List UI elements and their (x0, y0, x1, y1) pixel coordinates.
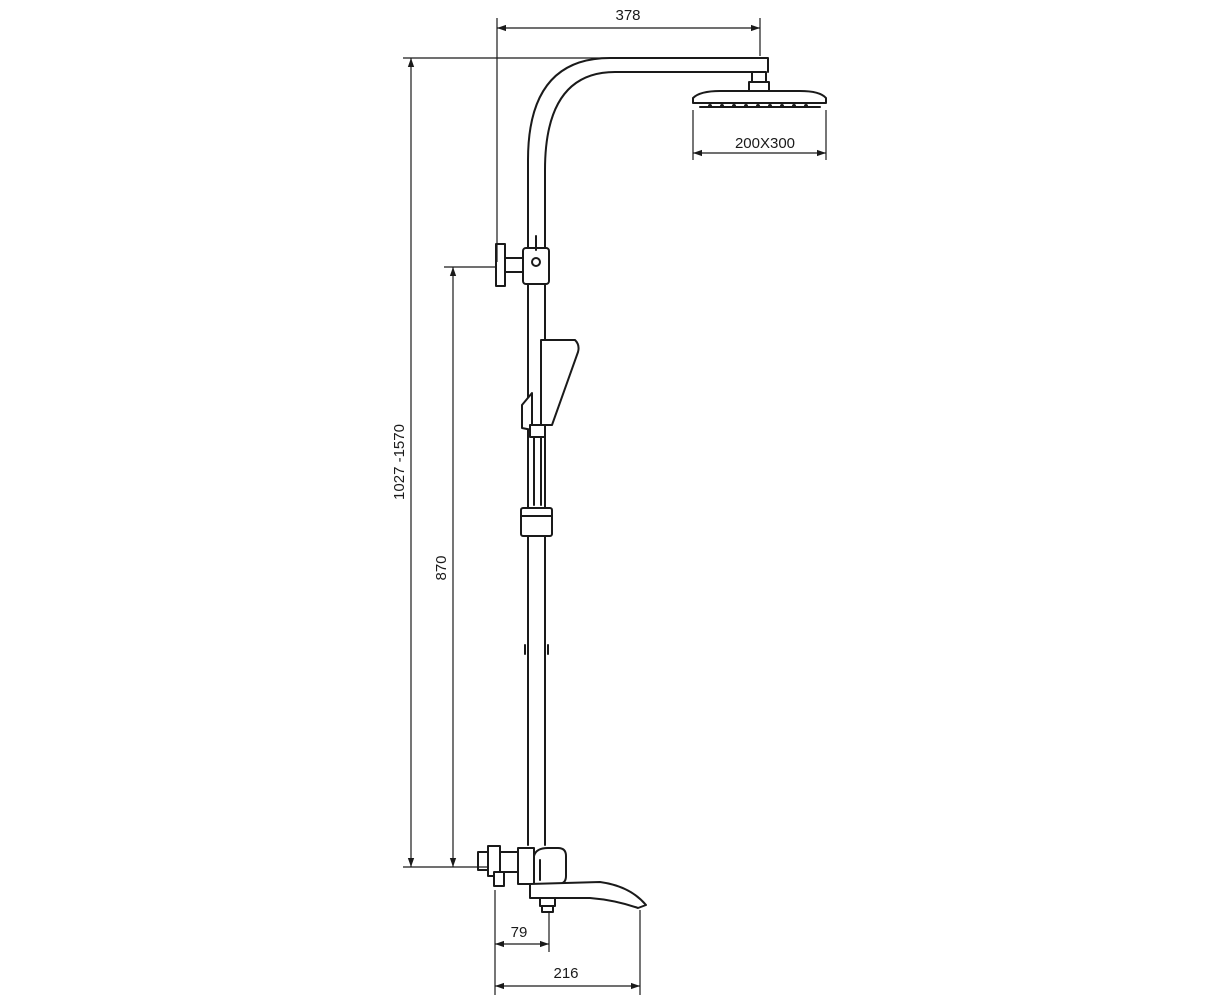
dimension-arm-reach-label: 378 (615, 7, 640, 24)
dimension-diverter-height: 870 (433, 266, 497, 867)
riser-joint-marks (524, 644, 549, 655)
dimension-overall-height: 1027 -1570 (391, 57, 760, 868)
rain-shower-head (692, 71, 827, 108)
dimension-overall-height-label: 1027 -1570 (391, 424, 408, 500)
bath-spout (529, 881, 647, 913)
upper-wall-bracket (495, 235, 550, 287)
dimension-head-size: 200X300 (692, 110, 827, 160)
slide-bar-holder (520, 507, 553, 537)
bath-mixer (477, 845, 567, 887)
hand-shower (521, 339, 580, 506)
dimension-spout-length: 216 (495, 910, 641, 995)
dimension-diverter-height-label: 870 (433, 555, 450, 580)
shower-head-nozzles (708, 104, 808, 108)
dimension-head-size-label: 200X300 (735, 135, 795, 152)
dimension-arm-reach: 378 (496, 7, 761, 262)
dimension-spout-length-label: 216 (553, 965, 578, 982)
riser-pipe (527, 57, 769, 846)
dimension-outlet-offset: 79 (494, 890, 550, 995)
dimension-outlet-offset-label: 79 (511, 924, 528, 941)
